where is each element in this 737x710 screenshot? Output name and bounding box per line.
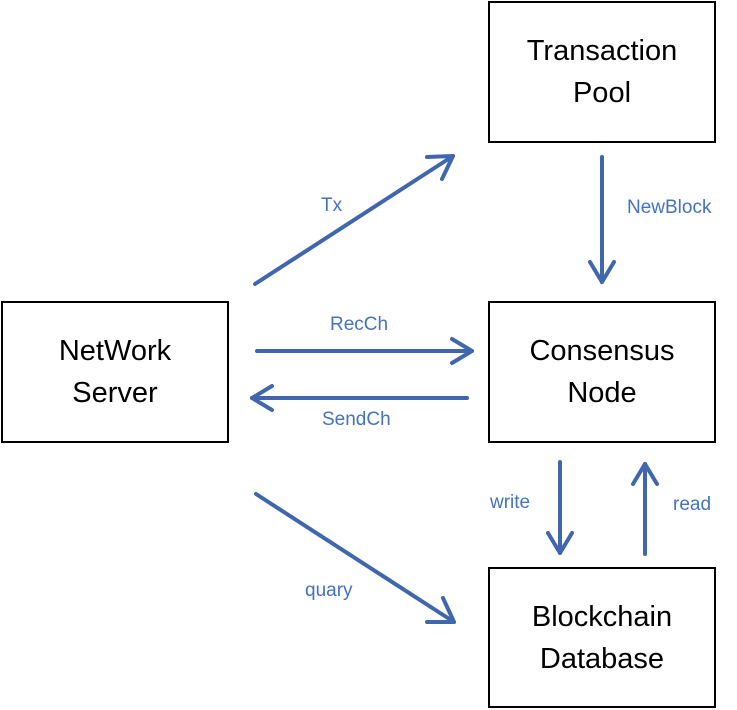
consensus-node-line2: Node <box>567 377 637 409</box>
write-arrow <box>546 460 574 555</box>
consensus-node-line1: Consensus <box>529 335 675 367</box>
quary-label: quary <box>305 580 353 601</box>
newblock-label: NewBlock <box>627 197 712 218</box>
consensus-node: Consensus Node <box>488 301 716 443</box>
recch-label: RecCh <box>330 314 389 335</box>
blockchain-database-line2: Database <box>539 642 665 675</box>
network-server-line2: Server <box>72 377 158 409</box>
recch-arrow <box>255 337 474 365</box>
transaction-pool-line2: Pool <box>572 77 632 109</box>
read-arrow <box>631 462 659 556</box>
blockchain-database-line1: Blockchain <box>531 600 673 633</box>
sendch-label: SendCh <box>322 409 391 430</box>
quary-arrow <box>254 492 456 624</box>
network-server-node: NetWork Server <box>1 301 229 443</box>
tx-label: Tx <box>321 195 343 216</box>
network-server-line1: NetWork <box>58 335 172 367</box>
blockchain-database-node: Blockchain Database <box>488 567 716 708</box>
transaction-pool-node: Transaction Pool <box>488 1 716 143</box>
read-label: read <box>673 494 712 515</box>
write-label: write <box>490 492 531 513</box>
sendch-arrow <box>250 384 469 412</box>
newblock-arrow <box>588 155 616 284</box>
tx-arrow <box>253 154 455 286</box>
transaction-pool-line1: Transaction <box>526 35 678 67</box>
